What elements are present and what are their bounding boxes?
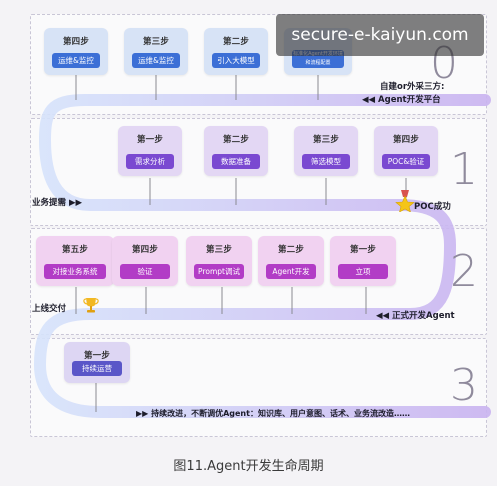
step-title: 验证 — [120, 264, 170, 279]
stage1-card-1: 第一步 需求分析 — [118, 126, 182, 176]
stage0-card-3: 第二步 引入大模型 — [204, 28, 268, 75]
trophy-icon — [82, 296, 100, 314]
step-label: 第一步 — [349, 245, 377, 255]
step-title: Prompt调试 — [194, 264, 244, 279]
step-label: 第二步 — [222, 37, 250, 47]
step-title: 运维&监控 — [52, 53, 100, 68]
step-title: Agent开发 — [266, 264, 316, 279]
step-label: 第四步 — [392, 135, 420, 145]
step-label: 第一步 — [136, 135, 164, 145]
step-title: 运维&监控 — [132, 53, 180, 68]
step-label: 第一步 — [83, 351, 111, 361]
stage1-card-2: 第二步 数据准备 — [204, 126, 268, 176]
step-label: 第三步 — [312, 135, 340, 145]
stage-3-label: ▶▶ 持续改进，不断调优Agent：知识库、用户意图、话术、业务流改造…… — [136, 409, 410, 418]
step-title: 数据准备 — [212, 154, 260, 169]
stage-2-number: 2 — [450, 246, 478, 297]
step-label: 第三步 — [142, 37, 170, 47]
stage-0-sublabel: ◀◀ Agent开发平台 — [362, 95, 441, 105]
step-title: 筛选模型 — [302, 154, 350, 169]
stage-2-end-label: ◀◀ 正式开发Agent — [376, 311, 455, 321]
medal-star-icon — [395, 190, 415, 213]
stage0-card-2: 第三步 运维&监控 — [124, 28, 188, 75]
stage2-card-5: 第一步 立项 — [330, 236, 396, 286]
stage1-card-4: 第四步 POC&验证 — [374, 126, 438, 176]
stage-1-number: 1 — [450, 144, 478, 195]
step-title: 引入大模型 — [212, 53, 260, 68]
step-label: 第三步 — [205, 245, 233, 255]
stage2-card-4: 第二步 Agent开发 — [258, 236, 324, 286]
stage-0-label: 自建or外采三方: — [380, 82, 445, 92]
step-title: 需求分析 — [126, 154, 174, 169]
step-label: 第五步 — [61, 245, 89, 255]
stage2-card-2: 第四步 验证 — [112, 236, 178, 286]
figure-caption: 图11.Agent开发生命周期 — [173, 459, 324, 474]
stage-1-end-label: POC成功 — [414, 202, 451, 212]
step-title: 持续运营 — [72, 361, 122, 376]
step-label: 第四步 — [131, 245, 159, 255]
stage-3-number: 3 — [450, 360, 478, 411]
stage3-card-1: 第一步 持续运营 — [64, 342, 130, 383]
stage2-card-3: 第三步 Prompt调试 — [186, 236, 252, 286]
step-label: 第四步 — [62, 37, 90, 47]
watermark-banner: secure-e-kaiyun.com — [276, 14, 484, 56]
step-label: 第二步 — [222, 135, 250, 145]
step-label: 第二步 — [277, 245, 305, 255]
step-title: 立项 — [338, 264, 388, 279]
stage1-card-3: 第三步 筛选模型 — [294, 126, 358, 176]
step-title: POC&验证 — [382, 154, 430, 169]
stage-2-start-label: 上线交付 — [32, 304, 67, 314]
stage0-card-1: 第四步 运维&监控 — [44, 28, 108, 75]
step-title: 对接业务系统 — [44, 264, 106, 279]
stage-1-start-label: 业务提需 ▶▶ — [32, 198, 83, 208]
stage2-card-1: 第五步 对接业务系统 — [36, 236, 114, 286]
